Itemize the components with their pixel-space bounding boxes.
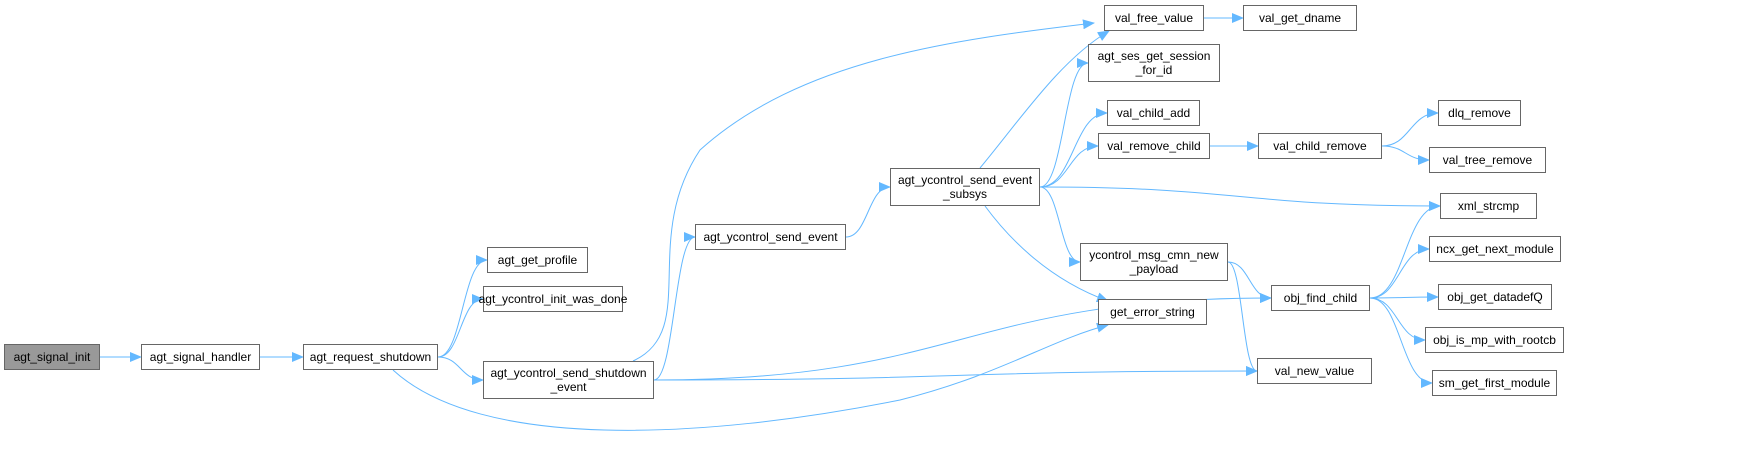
node-agt-ycontrol-send-event-subsys[interactable]: agt_ycontrol_send_event _subsys — [890, 168, 1040, 206]
edge-ycontrol-msg-cmn-new-payload-to-obj-find-child — [1227, 261, 1272, 303]
node-val-tree-remove[interactable]: val_tree_remove — [1429, 147, 1546, 173]
node-agt-ycontrol-init-was-done[interactable]: agt_ycontrol_init_was_done — [479, 286, 627, 312]
edge-ycontrol-msg-cmn-new-payload-to-val-new-value — [1227, 261, 1258, 376]
edge-agt-ycontrol-send-event-subsys-to-val-free-value — [979, 30, 1110, 169]
node-dlq-remove[interactable]: dlq_remove — [1438, 100, 1521, 126]
node-val-child-remove[interactable]: val_child_remove — [1258, 133, 1382, 159]
edge-agt-ycontrol-send-event-subsys-to-ycontrol-msg-cmn-new-payload — [1039, 186, 1081, 267]
node-agt-request-shutdown[interactable]: agt_request_shutdown — [303, 344, 438, 370]
node-val-child-add[interactable]: val_child_add — [1107, 100, 1200, 126]
node-ycontrol-msg-cmn-new-payload[interactable]: ycontrol_msg_cmn_new _payload — [1080, 243, 1228, 281]
edge-agt-request-shutdown-to-agt-ycontrol-send-shutdown-event — [437, 356, 484, 385]
edge-obj-find-child-to-xml-strcmp — [1369, 201, 1441, 299]
edge-agt-ycontrol-send-event-subsys-to-val-child-add — [1039, 108, 1108, 188]
node-agt-signal-handler[interactable]: agt_signal_handler — [141, 344, 260, 370]
node-agt-ycontrol-send-shutdown-event[interactable]: agt_ycontrol_send_shutdown _event — [483, 361, 654, 399]
edge-agt-request-shutdown-to-get-error-string — [392, 322, 1109, 431]
node-obj-find-child[interactable]: obj_find_child — [1271, 285, 1370, 311]
edge-agt-ycontrol-send-shutdown-event-to-val-new-value — [653, 366, 1258, 381]
edge-val-child-remove-to-dlq-remove — [1381, 108, 1439, 147]
node-get-error-string[interactable]: get_error_string — [1098, 299, 1207, 325]
node-agt-signal-init: agt_signal_init — [4, 344, 100, 370]
node-val-remove-child[interactable]: val_remove_child — [1098, 133, 1210, 159]
edge-obj-find-child-to-obj-get-datadefQ — [1369, 292, 1439, 303]
edge-agt-ycontrol-send-event-subsys-to-val-remove-child — [1039, 141, 1099, 188]
edge-val-child-remove-to-val-tree-remove — [1381, 145, 1430, 165]
node-agt-ses-get-session-for-id[interactable]: agt_ses_get_session _for_id — [1088, 44, 1220, 82]
edge-agt-ycontrol-send-shutdown-event-to-agt-ycontrol-send-event — [653, 232, 696, 381]
node-val-get-dname[interactable]: val_get_dname — [1243, 5, 1357, 31]
node-agt-ycontrol-send-event[interactable]: agt_ycontrol_send_event — [695, 224, 846, 250]
node-obj-is-mp-with-rootcb[interactable]: obj_is_mp_with_rootcb — [1425, 327, 1564, 353]
edge-agt-ycontrol-send-shutdown-event-to-val-free-value — [632, 19, 1095, 362]
edge-agt-ycontrol-send-event-subsys-to-get-error-string — [984, 205, 1109, 302]
edge-obj-find-child-to-sm-get-first-module — [1369, 297, 1433, 388]
node-agt-get-profile[interactable]: agt_get_profile — [487, 247, 588, 273]
node-obj-get-datadefQ[interactable]: obj_get_datadefQ — [1438, 284, 1552, 310]
node-ncx-get-next-module[interactable]: ncx_get_next_module — [1429, 236, 1561, 262]
edge-agt-request-shutdown-to-agt-get-profile — [437, 255, 488, 358]
edge-agt-ycontrol-send-event-subsys-to-xml-strcmp — [1039, 186, 1441, 211]
edge-obj-find-child-to-obj-is-mp-with-rootcb — [1369, 297, 1426, 345]
edge-agt-request-shutdown-to-agt-ycontrol-init-was-done — [437, 294, 484, 358]
node-xml-strcmp[interactable]: xml_strcmp — [1440, 193, 1537, 219]
node-val-new-value[interactable]: val_new_value — [1257, 358, 1372, 384]
edge-agt-ycontrol-send-event-to-agt-ycontrol-send-event-subsys — [845, 182, 891, 238]
edge-agt-ycontrol-send-event-subsys-to-agt-ses-get-session-for-id — [1039, 58, 1089, 188]
node-sm-get-first-module[interactable]: sm_get_first_module — [1432, 370, 1557, 396]
edge-obj-find-child-to-ncx-get-next-module — [1369, 244, 1430, 299]
node-val-free-value[interactable]: val_free_value — [1104, 5, 1204, 31]
